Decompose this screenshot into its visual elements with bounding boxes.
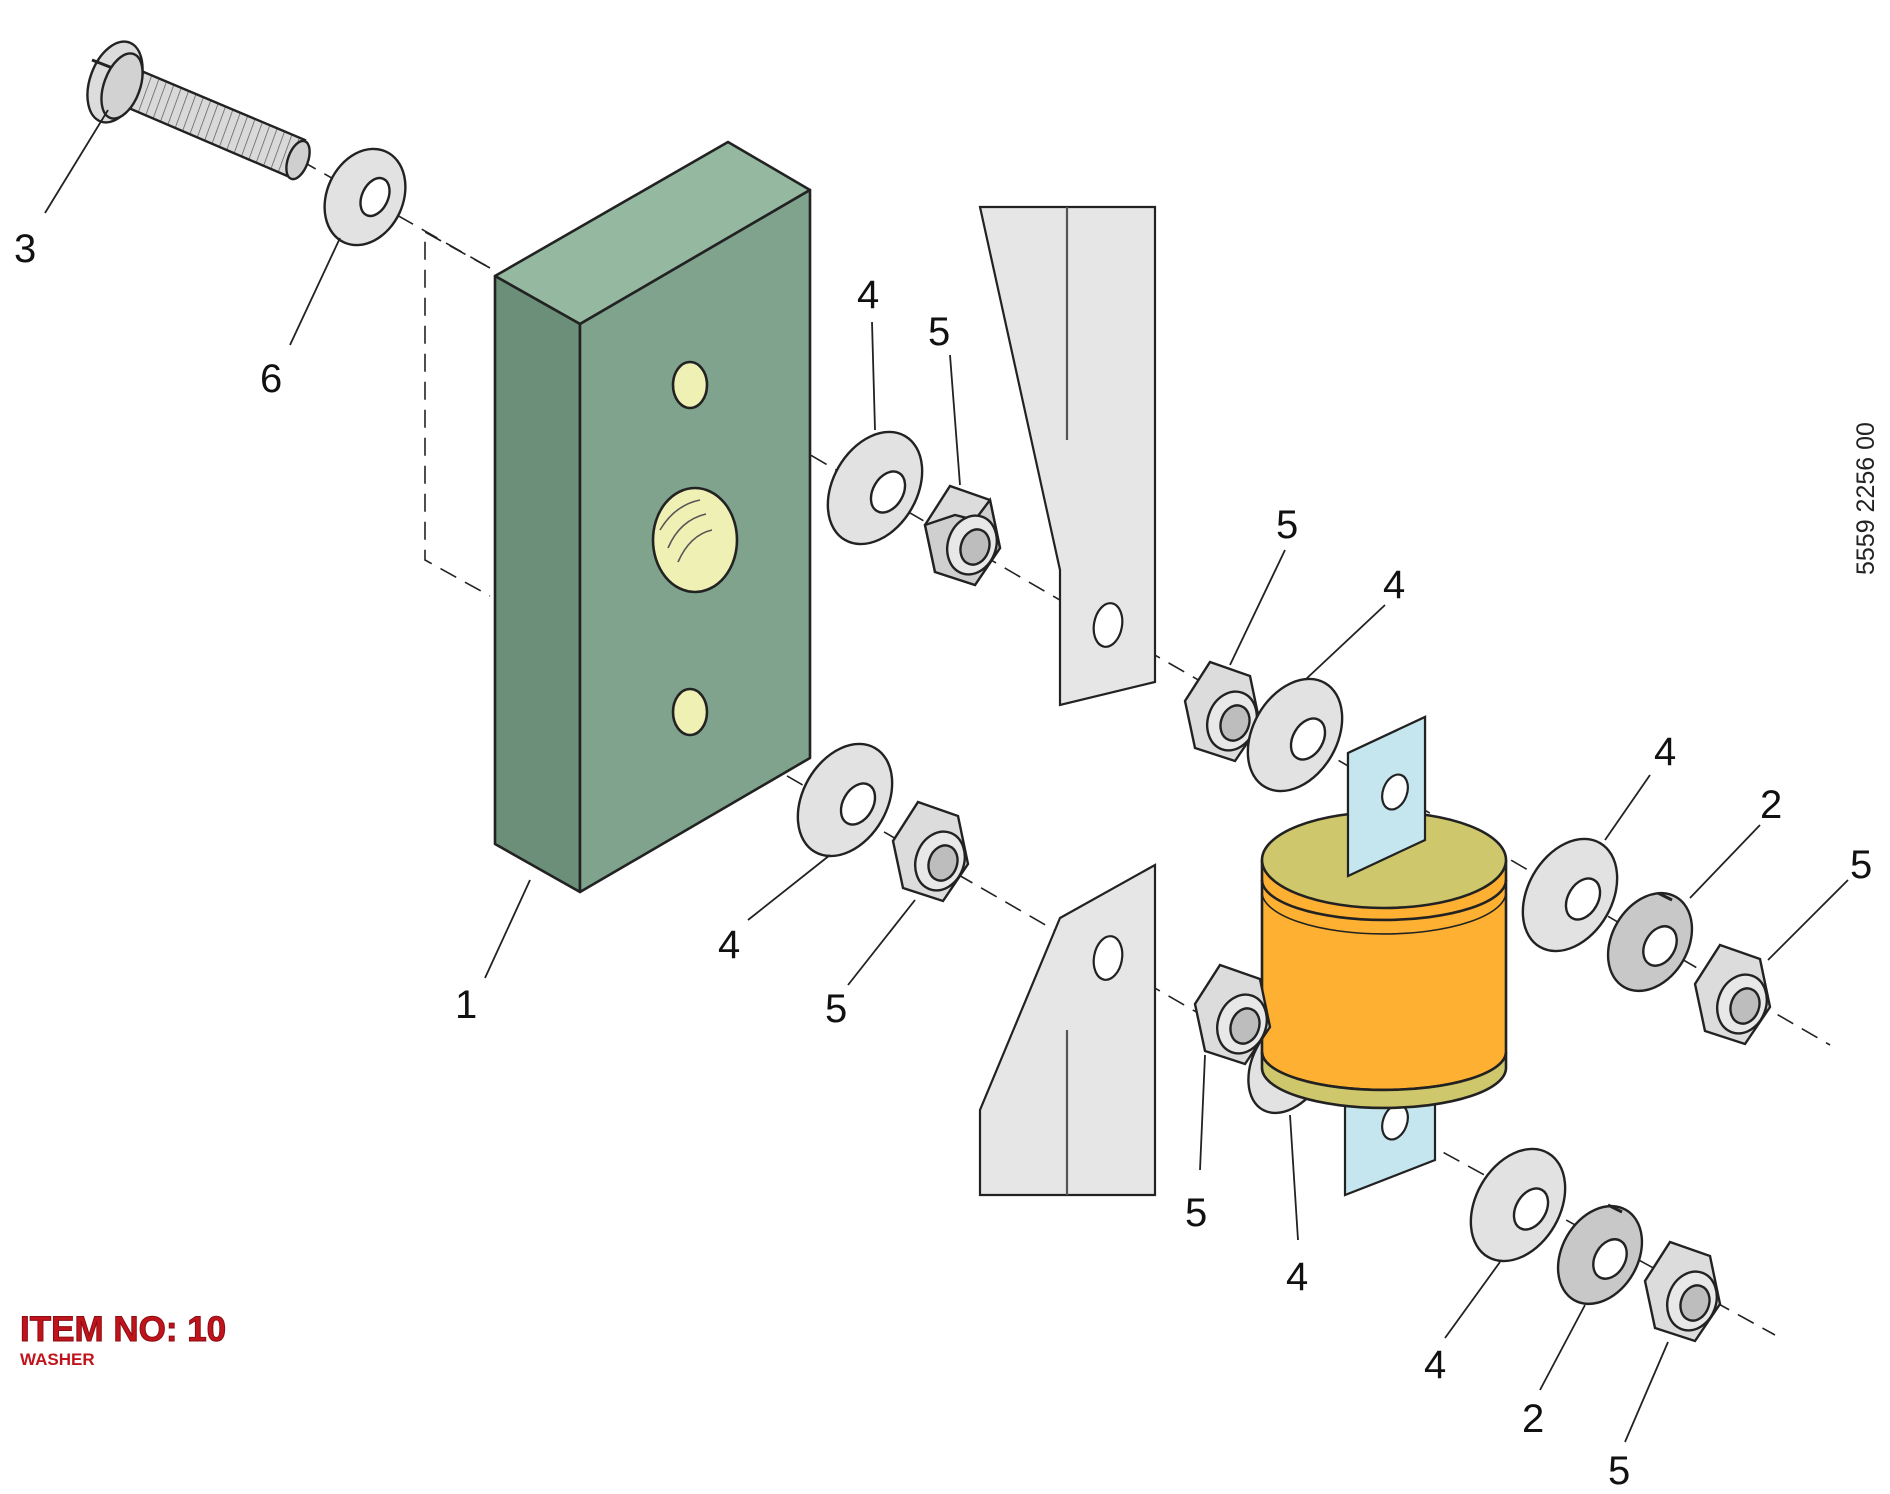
callout-4-upper-right: 4 xyxy=(1383,563,1405,607)
washer-right-top xyxy=(1521,837,1619,953)
nut-right-top xyxy=(1693,943,1772,1046)
item-label: ITEM NO: 10 WASHER xyxy=(19,1310,227,1370)
mounting-block xyxy=(493,140,812,894)
block-hole-upper xyxy=(671,360,709,410)
nut-lower-center xyxy=(1193,963,1272,1066)
bracket-upper xyxy=(978,205,1157,707)
callout-4-lower-center: 4 xyxy=(1286,1255,1308,1299)
callout-1: 1 xyxy=(455,983,477,1027)
callout-4-right-bottom: 4 xyxy=(1424,1343,1446,1387)
bracket-lower xyxy=(978,863,1157,1197)
callout-4-right-top: 4 xyxy=(1654,730,1676,774)
callout-labels: 3 6 4 5 5 4 4 5 1 5 4 4 2 5 4 2 5 xyxy=(14,227,1872,1493)
item-number: ITEM NO: 10 xyxy=(19,1310,227,1349)
callout-2-right-top: 2 xyxy=(1760,783,1782,827)
callout-5-right-bottom: 5 xyxy=(1608,1449,1630,1493)
washer-lower-left xyxy=(796,742,894,858)
lock-washer-right-bottom xyxy=(1556,1203,1644,1306)
screw xyxy=(86,40,311,181)
callout-5-lower-left: 5 xyxy=(825,987,847,1031)
nut-right-bottom xyxy=(1643,1240,1722,1343)
item-description: WASHER xyxy=(20,1350,95,1369)
callout-5-right-top: 5 xyxy=(1850,843,1872,887)
nut-lower-left xyxy=(891,800,970,903)
nut-upper-right xyxy=(1183,660,1262,763)
callout-4-lower-left: 4 xyxy=(718,923,740,967)
lock-washer-right-top xyxy=(1606,891,1694,993)
leader-lines xyxy=(44,109,1849,1443)
isolator-tab-upper-front xyxy=(1346,715,1427,878)
callout-5-upper-right: 5 xyxy=(1276,503,1298,547)
document-number: 5559 2256 00 xyxy=(1852,422,1880,575)
nut-upper-left xyxy=(923,484,1002,587)
washer-upper-left xyxy=(826,430,924,546)
callout-2-right-bottom: 2 xyxy=(1522,1397,1544,1441)
callout-6: 6 xyxy=(260,357,282,401)
block-hole-lower xyxy=(671,687,709,737)
callout-4-upper-left: 4 xyxy=(857,273,879,317)
block-hole-center xyxy=(651,486,739,594)
callout-5-lower-center: 5 xyxy=(1185,1191,1207,1235)
callout-5-upper-left: 5 xyxy=(928,310,950,354)
washer-screw xyxy=(323,147,407,247)
washer-upper-right xyxy=(1246,677,1344,793)
callout-3: 3 xyxy=(14,227,36,271)
washer-right-bottom xyxy=(1469,1147,1567,1263)
